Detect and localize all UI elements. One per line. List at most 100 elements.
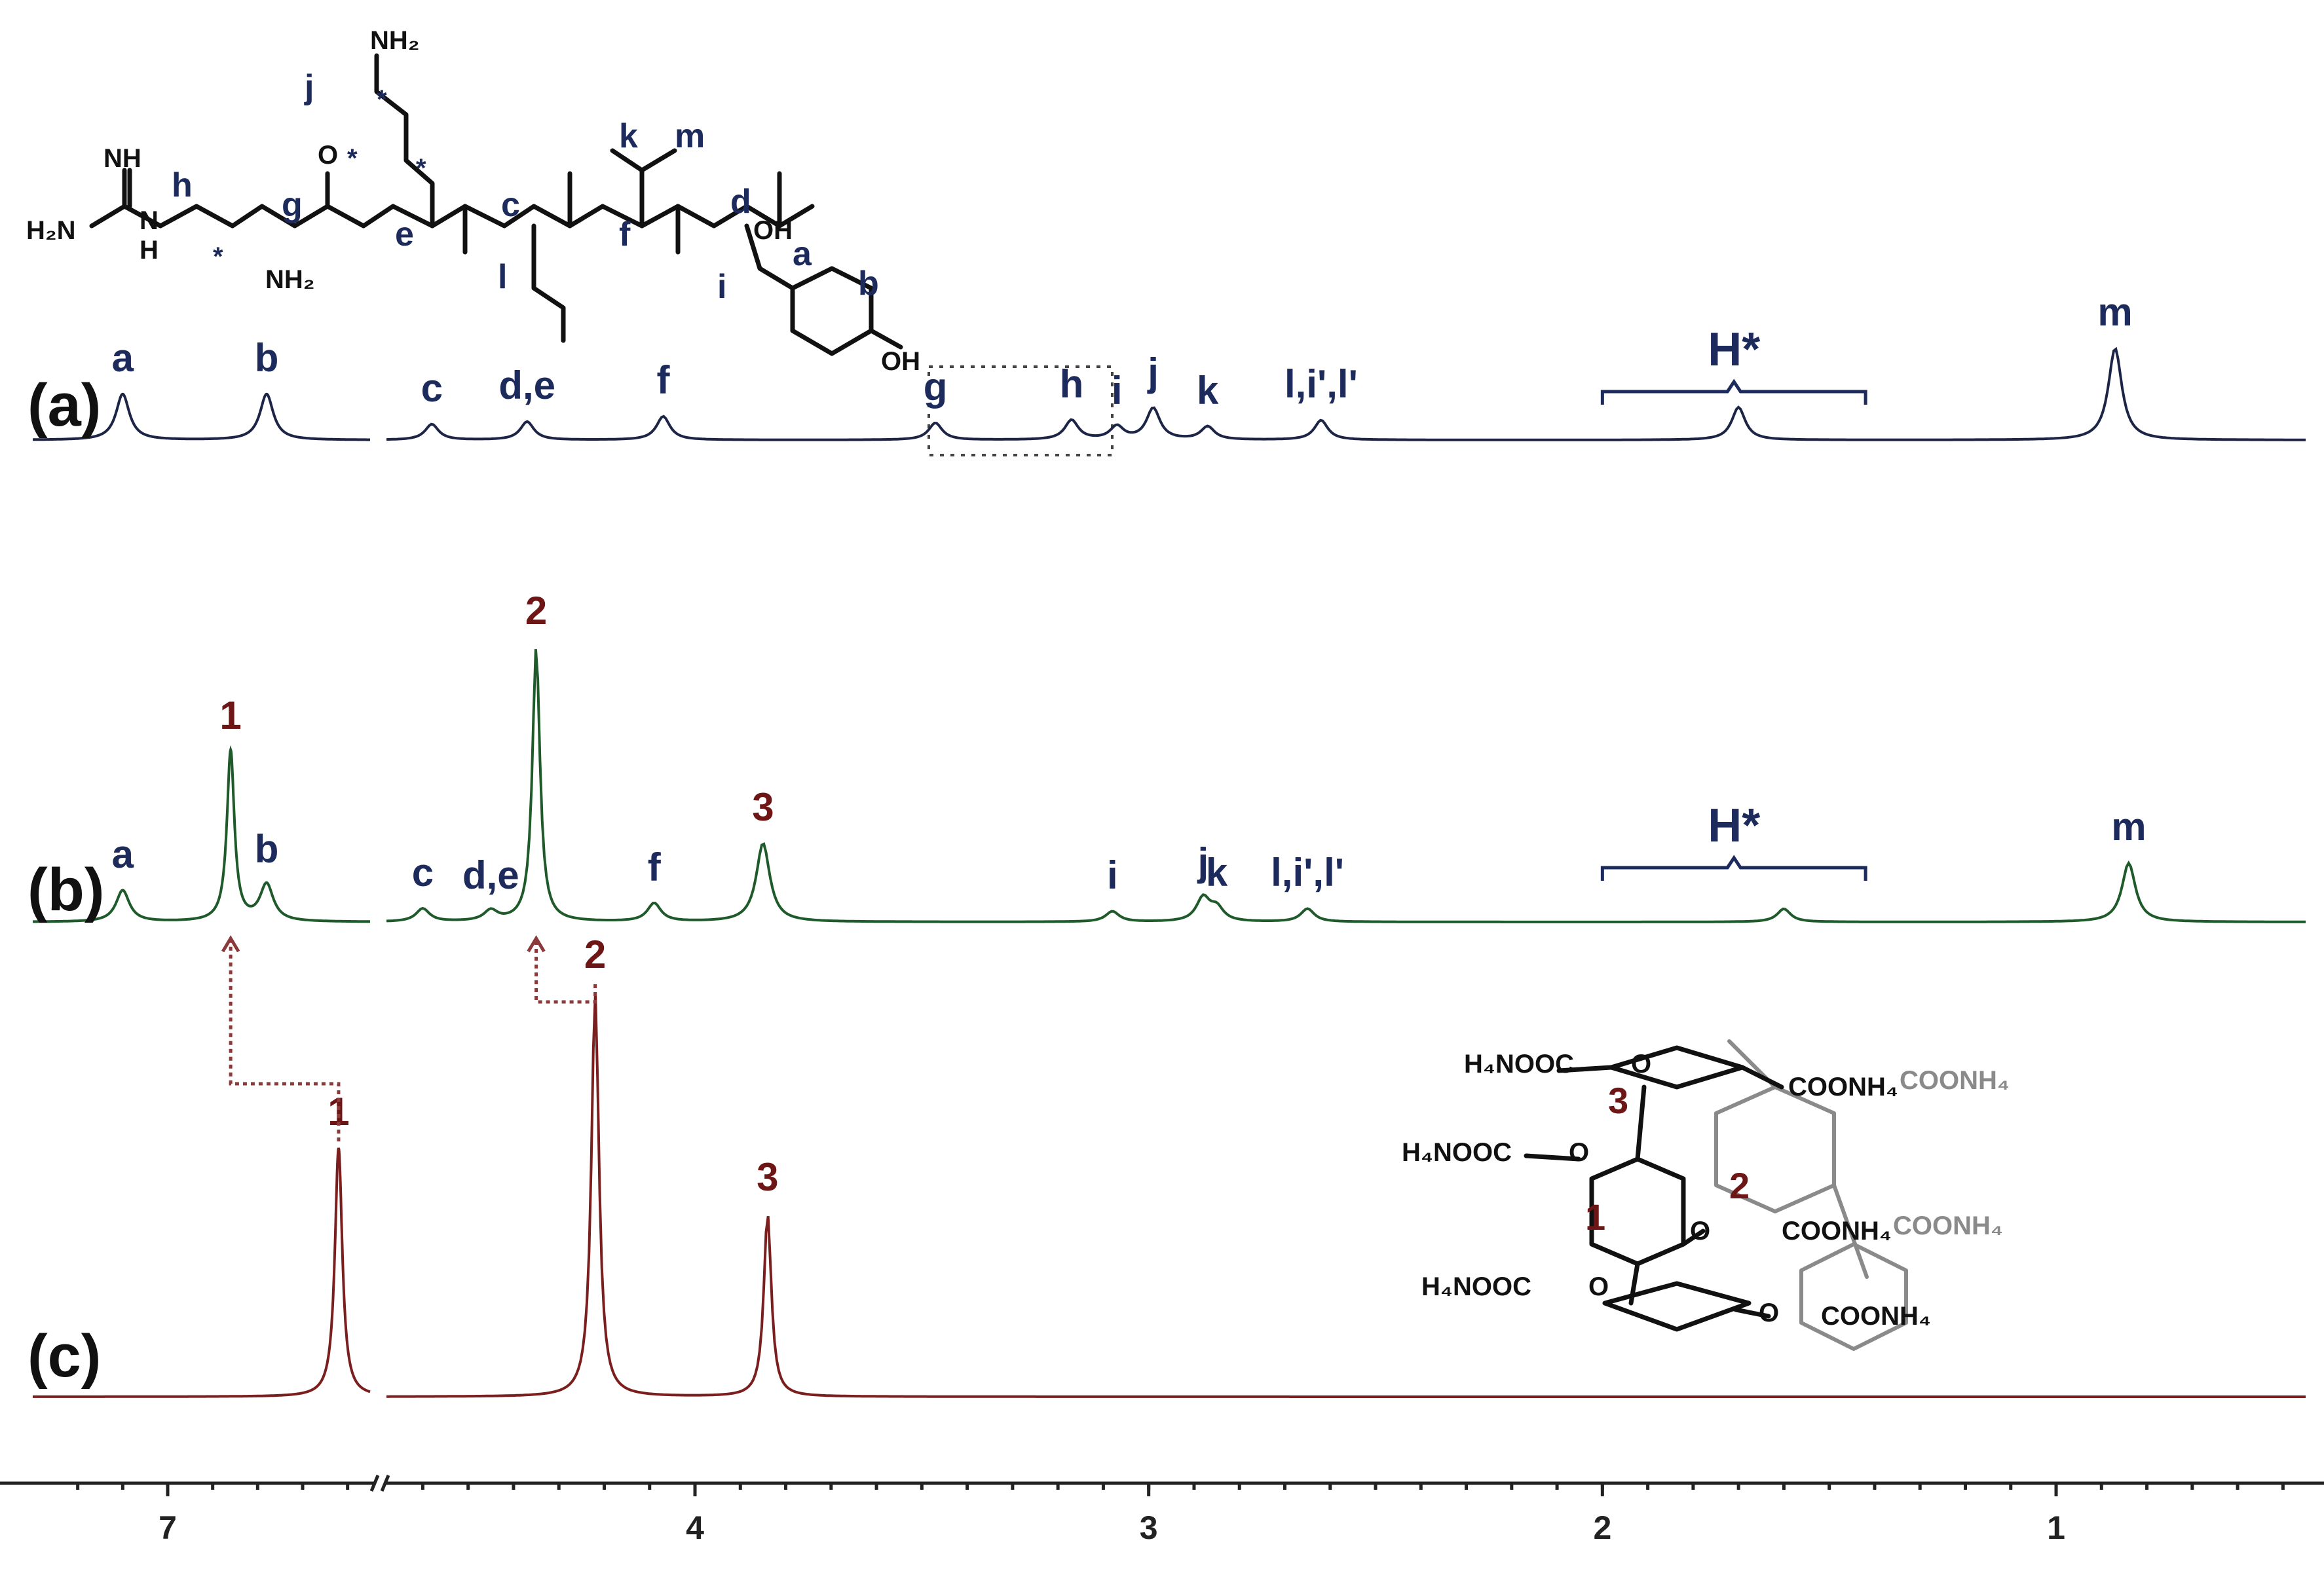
spectrum-a-segment-1 [33,392,370,441]
tick-label-3: 3 [1140,1509,1158,1546]
tick-label-7: 7 [159,1509,177,1546]
peptide-label-d: d [730,183,751,221]
arrow-group [221,935,597,1141]
spectrum-b-segment-2 [386,649,2306,923]
atom-nh: NH [103,144,141,173]
pa-label-1: 1 [1585,1196,1605,1238]
atom-h2n: H₂N [26,216,76,245]
spectrum-c-segment-1 [33,1147,371,1398]
peak-label-b-6: f [648,845,662,889]
peak-label-c-2: 3 [757,1155,778,1199]
pa-o-5: O [1759,1299,1779,1327]
spectrum-b-segment-1 [33,745,370,923]
shift-arrowhead-1 [221,935,240,953]
pa-group-6: COONH₄ [1893,1211,2003,1240]
peak-label-a-7: i [1112,369,1123,413]
axis-break-mark-2 [380,1475,390,1492]
atom-nh2-top: NH₂ [370,26,420,55]
peptide-label-c: c [501,186,520,224]
peptide-backbone [89,204,815,229]
pa-group-5: COONH₄ [1782,1217,1892,1246]
peptide-label-m: m [675,117,705,155]
bracket-label-a: H* [1708,323,1760,376]
pa-o-2: O [1569,1138,1589,1167]
peptide-star-3: * [416,154,426,183]
atom-oh: OH [753,216,793,245]
atom-oh-2: OH [881,347,920,376]
peptide-label-f: f [619,215,631,253]
pa-group-3: COONH₄ [1900,1066,2010,1095]
tick-label-2: 2 [1593,1509,1611,1546]
peak-label-a-2: c [421,366,443,410]
peak-label-b-8: i [1107,853,1118,897]
peak-label-b-13: m [2111,805,2146,849]
x-axis: 7 4 3 2 1 [0,1475,2324,1546]
peptide-star-4: * [213,242,223,271]
panel-label-c: (c) [28,1323,101,1390]
peak-label-a-9: k [1197,369,1219,413]
peak-label-a-3: d,e [498,363,555,407]
peptide-label-b: b [858,265,879,303]
panel-label-b: (b) [28,857,104,923]
peak-label-a-8: j [1147,350,1159,394]
peptide-label-j: j [304,68,314,106]
atom-n: N [140,206,159,235]
shift-arrowhead-2 [527,935,546,953]
peak-label-b-3: c [412,851,434,895]
peak-label-a-1: b [255,336,279,380]
tick-label-1: 1 [2047,1509,2065,1546]
bracket-label-b: H* [1708,800,1760,852]
atom-h: H [140,236,159,265]
pa-o-1: O [1631,1050,1651,1079]
peptide-label-l: l [498,258,507,296]
peptide-label-a: a [793,235,812,273]
peak-label-a-10: l,i',l' [1284,362,1358,406]
spectrum-c-segment-2 [386,991,2306,1398]
pillararene-structure: H₄NOOC O COONH₄ COONH₄ H₄NOOC O O COONH₄… [1402,1039,2010,1351]
bracket-group: H* H* [1600,323,1867,881]
peak-label-c-0: 1 [328,1090,349,1134]
atom-o: O [318,141,338,170]
bracket-b [1600,855,1867,881]
pa-group-1: H₄NOOC [1464,1050,1574,1079]
bracket-a [1600,378,1867,405]
peak-label-b-2: b [255,827,279,871]
peak-label-a-6: h [1060,362,1084,406]
gh-selection-box [928,365,1114,456]
peptide-star-1: * [377,85,387,114]
pa-group-8: COONH₄ [1821,1302,1931,1331]
panel-label-a: (a) [28,372,101,439]
peak-label-b-11: l,i',l' [1271,851,1344,895]
pa-label-2: 2 [1729,1165,1750,1206]
peptide-label-k: k [619,117,638,155]
pa-group-7: H₄NOOC [1421,1272,1531,1301]
peptide-label-i: i [717,268,726,306]
peak-label-b-7: 3 [752,785,774,829]
peptide-label-h: h [172,166,193,204]
peak-label-a-4: f [657,358,671,402]
peptide-star-2: * [347,144,358,173]
peak-label-b-9: j [1197,840,1209,884]
peak-label-a-12: m [2097,290,2132,334]
pa-o-4: O [1588,1272,1609,1301]
peak-label-b-10: k [1206,851,1228,895]
peak-label-b-4: d,e [462,853,519,897]
spectra-group [33,346,2306,1398]
axis-break-mark-1 [369,1475,380,1492]
tick-label-4: 4 [686,1509,704,1546]
peak-label-a-5: g [924,365,948,409]
shift-arrow-2 [534,938,597,1004]
shift-arrow-1 [229,938,341,1141]
atom-nh2: NH₂ [265,265,315,294]
pa-o-3: O [1690,1217,1710,1246]
peak-label-a-0: a [112,336,134,380]
pa-group-2: COONH₄ [1788,1073,1898,1101]
peak-label-b-1: 1 [219,693,241,737]
pa-label-3: 3 [1608,1080,1628,1121]
peak-label-b-5: 2 [525,589,547,633]
pa-group-4: H₄NOOC [1402,1138,1512,1167]
peak-label-c-1: 2 [584,932,606,976]
peptide-structure: NH₂ NH H₂N N H NH₂ O OH OH a b c d e f g… [26,26,920,376]
